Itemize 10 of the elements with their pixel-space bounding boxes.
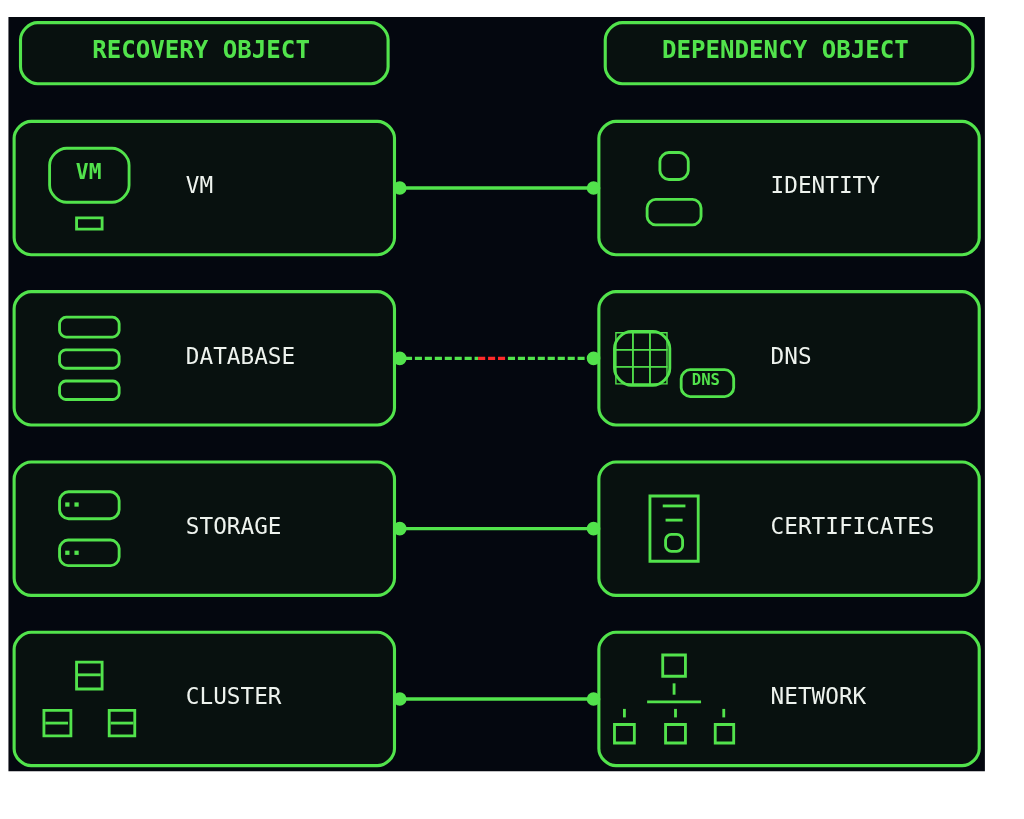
node-box: VM VM (12, 119, 397, 257)
node-box: CERTIFICATES (597, 460, 981, 597)
node-box: STORAGE (12, 460, 397, 597)
node-box: NETWORK (597, 630, 981, 768)
node-box: DATABASE (12, 290, 397, 427)
node-box: IDENTITY (597, 119, 981, 257)
node-box: CLUSTER (12, 630, 397, 768)
node-box: DEPENDENCY OBJECT (603, 21, 975, 86)
node-box: DNS DNS (597, 290, 981, 427)
node-box: RECOVERY OBJECT (18, 21, 390, 86)
